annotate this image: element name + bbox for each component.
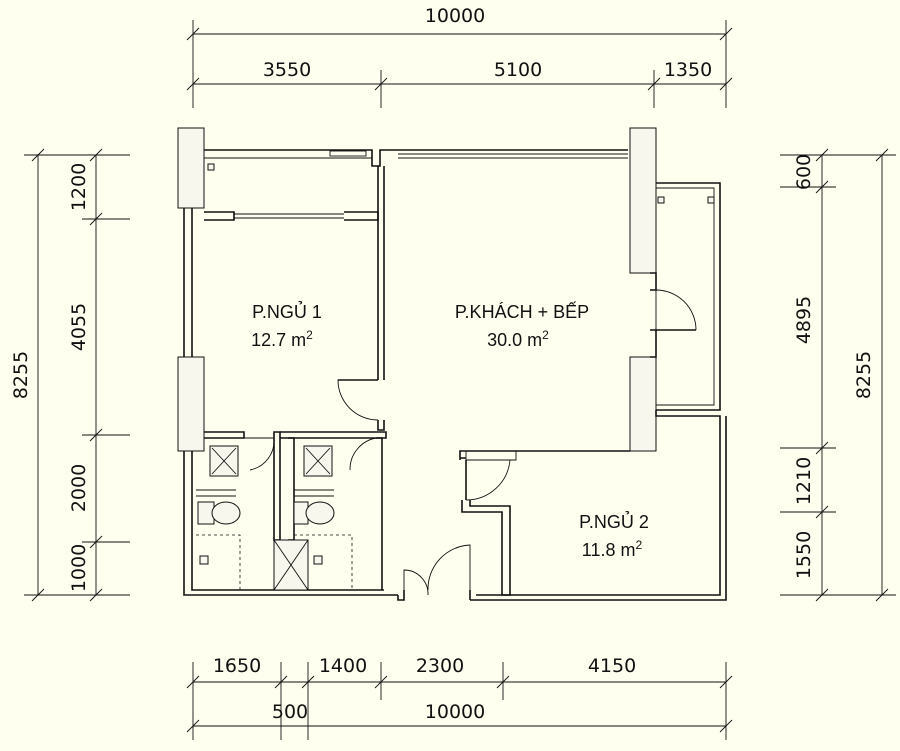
drain-2 xyxy=(313,555,323,565)
toilet-1 xyxy=(211,501,241,525)
top-overall-dim: 10000 xyxy=(425,5,485,27)
bottom-overall-dim: 10000 xyxy=(425,701,485,723)
left-overall-dim: 8255 xyxy=(10,351,32,399)
bottom-dim-3: 2300 xyxy=(416,655,464,677)
bottom-dim-2: 1400 xyxy=(319,655,367,677)
column-left-top xyxy=(177,127,205,209)
bedroom1-name: P.NGỦ 1 xyxy=(252,301,322,322)
bedroom1-area: 12.7 m xyxy=(251,330,306,350)
toilet-2 xyxy=(305,501,335,525)
living-area-exp: 2 xyxy=(542,328,549,342)
left-dim-3: 2000 xyxy=(68,464,90,512)
door-bedroom1 xyxy=(337,379,379,421)
doors xyxy=(244,289,697,596)
right-dimensions: 600 4895 1210 1550 8255 xyxy=(780,148,896,602)
column-right-top xyxy=(629,127,657,274)
left-dimensions: 8255 1200 4055 2000 1000 xyxy=(10,148,130,602)
bottom-dim-4: 4150 xyxy=(588,655,636,677)
drain-1 xyxy=(199,555,209,565)
right-dim-4: 1550 xyxy=(793,531,815,579)
top-dim-1: 3550 xyxy=(263,59,311,81)
bottom-dim-sub: 500 xyxy=(272,701,308,723)
room-labels: P.NGỦ 1 12.7 m2 P.KHÁCH + BẾP 30.0 m2 P.… xyxy=(251,301,649,560)
right-dim-1: 600 xyxy=(793,154,815,190)
door-bath2 xyxy=(344,437,377,471)
top-dimensions: 10000 3550 5100 1350 xyxy=(186,5,733,108)
svg-text:30.0 m2: 30.0 m2 xyxy=(487,328,549,350)
bedroom2-area-exp: 2 xyxy=(636,538,643,552)
bottom-dim-1: 1650 xyxy=(213,655,261,677)
fixtures xyxy=(197,163,715,565)
bedroom1-area-exp: 2 xyxy=(306,328,313,342)
door-entrance-right xyxy=(427,544,471,595)
svg-text:12.7 m2: 12.7 m2 xyxy=(251,328,313,350)
door-balcony xyxy=(655,289,697,331)
bedroom2-area: 11.8 m xyxy=(582,540,636,560)
column-left-mid xyxy=(177,356,205,452)
right-overall-dim: 8255 xyxy=(853,351,875,399)
bottom-dimensions: 1650 1400 2300 4150 500 10000 xyxy=(186,655,733,740)
living-area: 30.0 m xyxy=(487,330,542,350)
door-bath1 xyxy=(244,437,275,471)
left-dim-2: 4055 xyxy=(68,303,90,351)
balcony-radiator xyxy=(329,150,367,157)
column-right-mid xyxy=(629,356,657,452)
bedroom2-name: P.NGỦ 2 xyxy=(579,511,649,532)
right-dim-2: 4895 xyxy=(793,296,815,344)
left-dim-4: 1000 xyxy=(68,544,90,592)
right-dim-3: 1210 xyxy=(793,457,815,505)
living-name: P.KHÁCH + BẾP xyxy=(455,301,589,322)
top-dim-3: 1350 xyxy=(664,59,712,81)
top-dim-2: 5100 xyxy=(494,59,542,81)
svg-text:11.8 m2: 11.8 m2 xyxy=(582,538,643,560)
door-bedroom2 xyxy=(465,459,511,501)
walls xyxy=(177,127,727,601)
left-dim-1: 1200 xyxy=(68,163,90,211)
door-entrance-left xyxy=(403,569,429,596)
